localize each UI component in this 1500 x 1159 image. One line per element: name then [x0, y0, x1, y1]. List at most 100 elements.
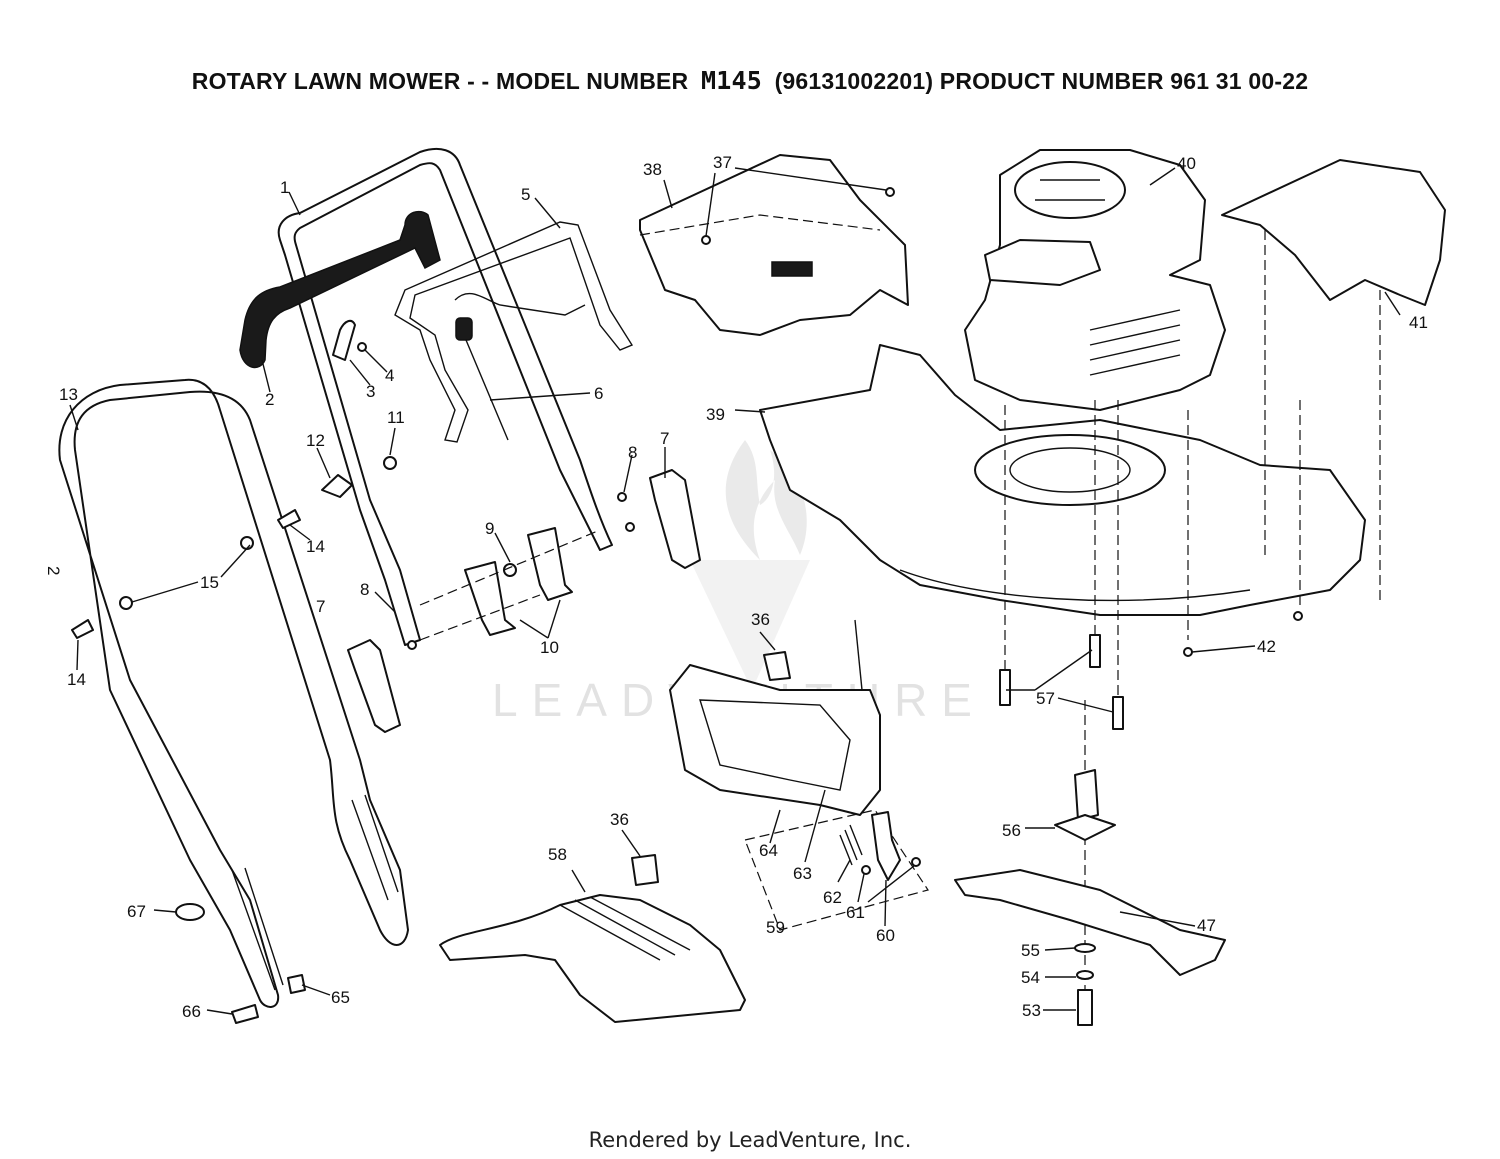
callout-1: 1: [280, 178, 289, 197]
callout-41: 41: [1409, 313, 1428, 332]
control-rod-6: [455, 317, 509, 441]
side-label: 2: [44, 566, 63, 575]
callout-36-lower: 36: [610, 810, 629, 829]
nut-61b: [911, 857, 921, 867]
mower-deck-39: [759, 344, 1366, 616]
leader-lines: [69, 167, 1401, 1015]
callout-13: 13: [59, 385, 78, 404]
screw-42b: [1293, 611, 1303, 621]
bolt-57c: [1112, 696, 1124, 730]
knob-7-left: [347, 639, 401, 733]
rear-cover-41: [1221, 159, 1446, 306]
nut-61a: [861, 865, 871, 875]
callout-5: 5: [521, 185, 530, 204]
bolt-57a: [999, 669, 1011, 706]
bolt-66: [231, 1004, 259, 1024]
bail-wire-5: [394, 221, 634, 443]
callout-63: 63: [793, 864, 812, 883]
title-prefix: ROTARY LAWN MOWER - - MODEL NUMBER: [191, 68, 689, 94]
callout-53: 53: [1022, 1001, 1041, 1020]
engine-cover-38: [639, 154, 909, 336]
callout-62: 62: [823, 888, 842, 907]
screw-37b: [885, 187, 895, 197]
knob-36a: [763, 651, 791, 681]
callout-8-left: 8: [360, 580, 369, 599]
callout-37: 37: [713, 153, 732, 172]
page-title: ROTARY LAWN MOWER - - MODEL NUMBER M145 …: [0, 66, 1500, 95]
nut-8-mid: [625, 522, 635, 532]
upper-handle-1: [277, 147, 613, 646]
cover-slot: [771, 261, 813, 277]
callout-66: 66: [182, 1002, 201, 1021]
callout-55: 55: [1021, 941, 1040, 960]
callout-60: 60: [876, 926, 895, 945]
knob-36b: [631, 854, 659, 886]
callout-2: 2: [265, 390, 274, 409]
title-model-number: M145: [700, 66, 762, 95]
blade-bolt-53: [1077, 989, 1093, 1026]
callout-36-upper: 36: [751, 610, 770, 629]
nut-8-lower: [407, 640, 417, 650]
callout-9: 9: [485, 519, 494, 538]
cover-ribs: [559, 896, 691, 961]
engine-dash-lines: [1004, 400, 1189, 990]
bushing-9: [503, 563, 517, 577]
callout-labels: 1 2 3 4 5 6 7 7 8 8 9 10 11 12 13 14 14 …: [44, 153, 1428, 1021]
nut-8-upper: [617, 492, 627, 502]
callout-54: 54: [1021, 968, 1040, 987]
cover-dash-37: [639, 214, 881, 236]
spring-62: [839, 824, 863, 866]
blade-47: [954, 869, 1226, 976]
knob-7-right: [649, 469, 701, 569]
flap-inner: [699, 699, 851, 791]
callout-47: 47: [1197, 916, 1216, 935]
callout-67: 67: [127, 902, 146, 921]
nut-15-upper: [240, 536, 254, 550]
callout-7-right: 7: [660, 429, 669, 448]
callout-40: 40: [1177, 154, 1196, 173]
engine-40: [964, 149, 1226, 411]
callout-12: 12: [306, 431, 325, 450]
assembly-dash-10: [419, 529, 601, 641]
callout-15: 15: [200, 573, 219, 592]
callout-56: 56: [1002, 821, 1021, 840]
callout-64: 64: [759, 841, 778, 860]
bracket-60: [871, 811, 901, 881]
bracket-3: [332, 319, 356, 361]
assembly-box-59: [744, 809, 929, 931]
callout-57: 57: [1036, 689, 1055, 708]
screw-37a: [701, 235, 711, 245]
footer-credit: Rendered by LeadVenture, Inc.: [588, 1128, 912, 1152]
rod-63: [854, 619, 863, 691]
rear-cover-dash: [1264, 230, 1381, 610]
discharge-cover-58: [439, 894, 746, 1023]
lockwasher-54: [1076, 970, 1094, 980]
washer-55: [1074, 943, 1096, 953]
height-bracket-10a: [464, 561, 516, 636]
callout-61: 61: [846, 903, 865, 922]
callout-14-upper: 14: [306, 537, 325, 556]
nut-15-lower: [119, 596, 133, 610]
nut-11: [383, 456, 397, 470]
lower-handle-13: [58, 378, 409, 1008]
bolt-14-lower: [71, 619, 94, 639]
callout-11: 11: [387, 408, 405, 427]
callout-4: 4: [385, 366, 394, 385]
callout-3: 3: [366, 382, 375, 401]
clip-65: [287, 974, 306, 994]
bolt-14-upper: [277, 509, 301, 529]
callout-65: 65: [331, 988, 350, 1007]
title-suffix: (96131002201) PRODUCT NUMBER 961 31 00-2…: [774, 68, 1309, 94]
callout-10: 10: [540, 638, 559, 657]
clip-12: [321, 474, 353, 498]
callout-42: 42: [1257, 637, 1276, 656]
callout-39: 39: [706, 405, 725, 424]
screw-4: [357, 342, 367, 352]
screw-42a: [1183, 647, 1193, 657]
callout-7-left: 7: [316, 597, 325, 616]
callout-58: 58: [548, 845, 567, 864]
callout-6: 6: [594, 384, 603, 403]
callout-59: 59: [766, 918, 785, 937]
control-cable: [454, 292, 586, 316]
